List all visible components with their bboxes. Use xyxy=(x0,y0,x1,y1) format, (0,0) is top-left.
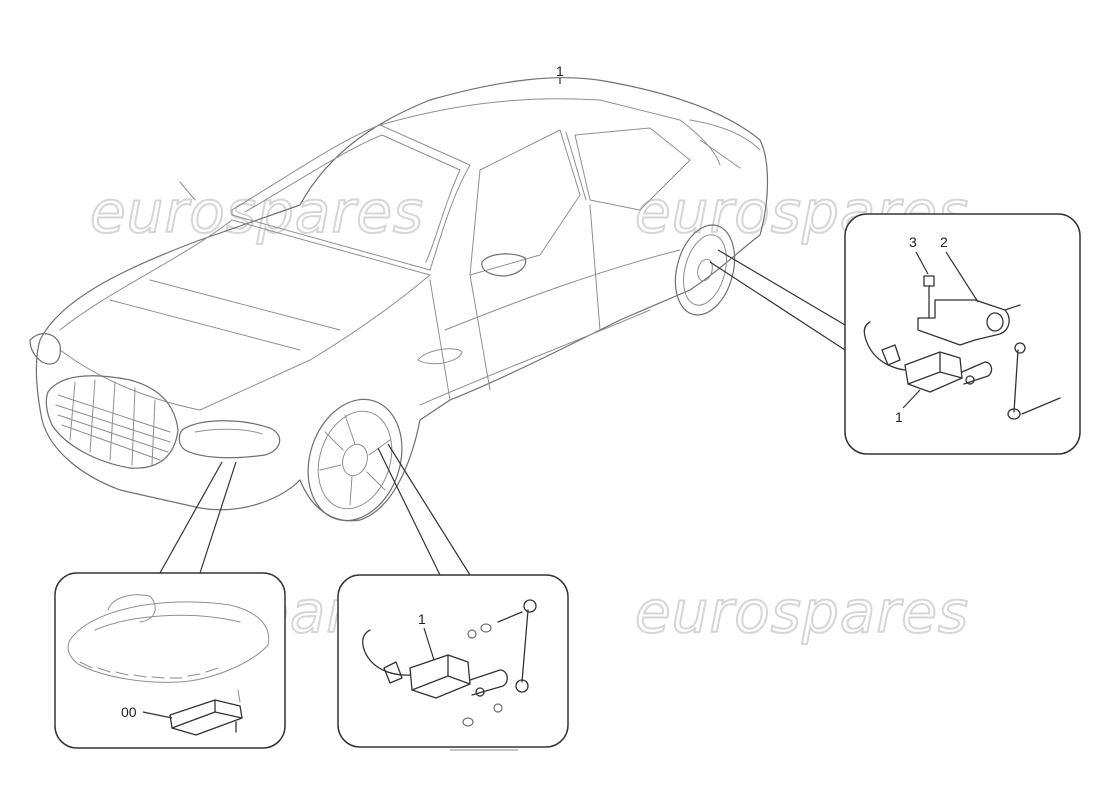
callout-3-leader xyxy=(915,251,929,275)
watermark-bottom-right: eurospares xyxy=(635,578,969,646)
callout-1-right-leader xyxy=(902,389,921,409)
callout-2-label: 2 xyxy=(940,234,948,250)
detail-panel-bottom-middle: 1 xyxy=(337,574,569,751)
car-illustration xyxy=(29,77,769,522)
car-ref-label: 1 xyxy=(556,63,564,79)
leader-lines xyxy=(159,249,846,576)
callout-00-leader xyxy=(142,711,173,719)
detail-panel-right: 3 2 1 xyxy=(844,213,1081,455)
callout-3-label: 3 xyxy=(909,234,917,250)
detail-panel-bottom-left: 00 xyxy=(54,572,286,749)
callout-1-bottom-leader xyxy=(423,627,435,661)
callout-1-bottom-label: 1 xyxy=(418,611,426,627)
watermark-top-left: eurospares xyxy=(90,178,424,246)
callout-2-leader xyxy=(945,251,979,303)
callout-00-label: 00 xyxy=(121,704,137,720)
callout-1-right-label: 1 xyxy=(895,409,903,425)
